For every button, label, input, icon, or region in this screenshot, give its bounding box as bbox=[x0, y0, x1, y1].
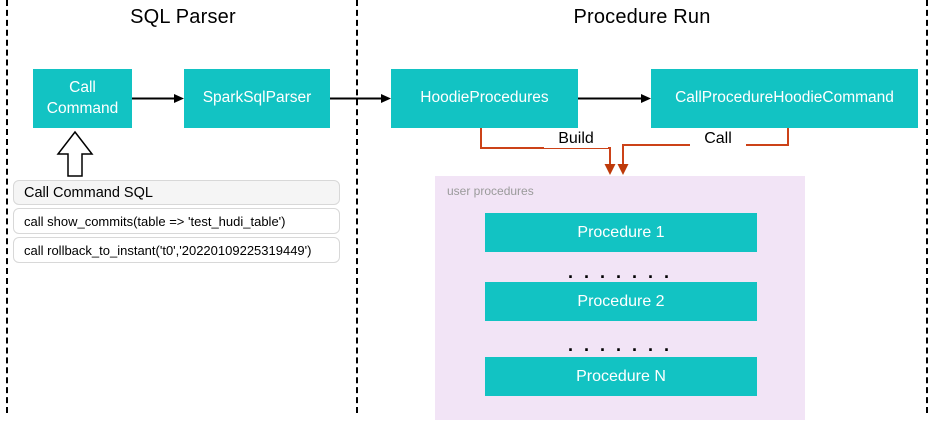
procedure-box-2: Procedure 2 bbox=[485, 282, 757, 321]
node-callprocedurehoodiecommand: CallProcedureHoodieCommand bbox=[651, 69, 918, 128]
section-title-sql-parser: SQL Parser bbox=[130, 6, 236, 28]
sql-panel-row-rollback: call rollback_to_instant('t0','202201092… bbox=[13, 237, 340, 263]
dashed-border-left bbox=[6, 0, 8, 413]
sql-panel-header: Call Command SQL bbox=[13, 180, 340, 205]
arrow-sparksqlparser-to-hoodieprocedures bbox=[330, 94, 391, 103]
ellipsis-row-1: . . . . . . . bbox=[567, 262, 672, 282]
node-sparksqlparser: SparkSqlParser bbox=[184, 69, 330, 128]
procedure-box-n: Procedure N bbox=[485, 357, 757, 396]
section-divider bbox=[356, 0, 358, 413]
node-hoodieprocedures: HoodieProcedures bbox=[391, 69, 578, 128]
dashed-border-right bbox=[926, 0, 928, 413]
procedure-box-1: Procedure 1 bbox=[485, 213, 757, 252]
arrow-callcommand-to-sparksqlparser bbox=[132, 94, 184, 103]
hollow-up-arrow bbox=[56, 130, 94, 177]
user-procedures-label: user procedures bbox=[447, 184, 534, 198]
section-title-procedure-run: Procedure Run bbox=[573, 6, 711, 28]
user-procedures-panel: user procedures Procedure 1 . . . . . . … bbox=[435, 176, 805, 420]
edge-label-build: Build bbox=[544, 130, 608, 148]
node-call-command: Call Command bbox=[33, 69, 132, 128]
ellipsis-row-2: . . . . . . . bbox=[567, 335, 672, 355]
edge-label-call: Call bbox=[690, 130, 746, 148]
arrow-hoodieprocedures-to-callprocedurehoodiecommand bbox=[578, 94, 651, 103]
sql-panel-row-show-commits: call show_commits(table => 'test_hudi_ta… bbox=[13, 208, 340, 234]
